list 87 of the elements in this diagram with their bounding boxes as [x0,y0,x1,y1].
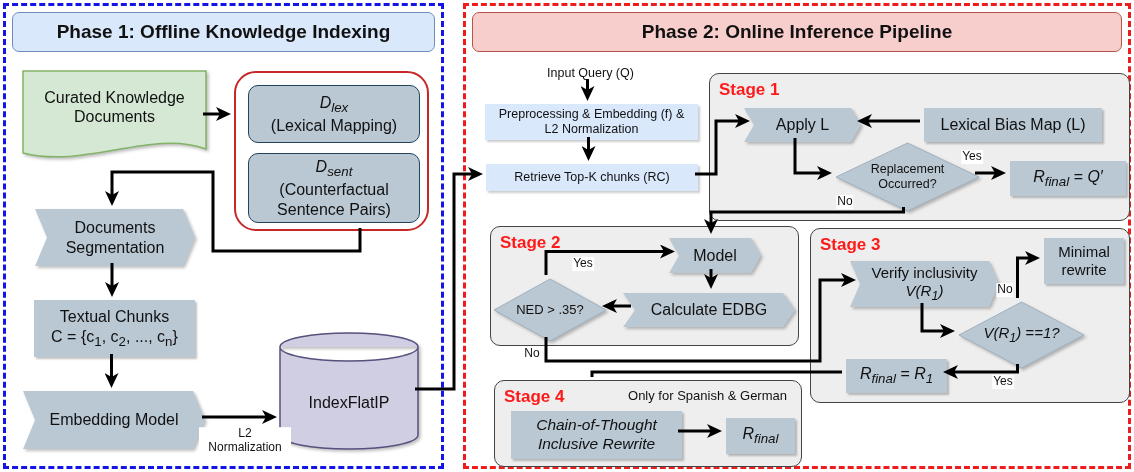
phase-panel [463,3,1131,469]
edge-label: No [996,283,1014,297]
arrow [704,269,718,289]
decision-diamond [494,279,606,341]
node-label: C = {c$_{1}$, c$_{2}$, ..., c$_{n}$} [51,326,178,350]
stage-panel [494,380,802,467]
node-label: Verify inclusivity [871,264,978,282]
process-box [1044,238,1124,284]
node-label: Textual Chunks [59,307,170,327]
arrow [544,244,675,275]
edge-label: Yes [992,375,1014,389]
node-label: Chain-of-Thought Inclusive Rewrite [535,416,659,454]
arrow [943,364,1019,379]
arrow [920,303,955,338]
phase-title: Phase 1: Offline Knowledge Indexing [12,12,435,52]
node-label: V(R$_{1}$) [905,282,944,304]
node-label: D$_{lex}$ [319,92,349,116]
process-step [850,261,999,307]
process-box [485,104,698,140]
process-step [744,108,861,142]
arrow [695,114,750,176]
node-label: (Counterfactual Sentence Pairs) [276,180,392,219]
stage-title: Stage 2 [500,233,561,253]
arrow [580,79,595,101]
node-label: Curated Knowledge Documents [43,87,186,127]
arrow [602,299,631,313]
arrow [975,166,1006,180]
stage-panel [709,73,1130,221]
node-label: R$_{final}$ = Q′ [1033,166,1103,191]
process-box [34,300,195,357]
stage-title: Stage 3 [820,235,881,255]
process-box [726,418,795,454]
database-cylinder [280,333,418,449]
stage-title: Stage 4 [504,387,565,407]
stage-note: Only for Spanish & German [628,388,787,403]
stage-title: Stage 1 [719,80,780,100]
process-step [23,391,205,449]
decision-diamond [959,302,1084,368]
process-box [248,153,420,223]
node-label: D$_{sent}$ [315,157,353,181]
node-label: Apply L [775,115,830,135]
node-label: R$_{final}$ = R$_{1}$ [859,364,934,388]
arrow [704,207,905,234]
node-label: Input Query (Q) [547,65,634,81]
arrow [105,170,362,253]
arrow [202,410,277,424]
stage-panel [490,226,799,346]
arrow [544,273,856,363]
arrow [793,138,832,180]
process-box [511,411,682,459]
stage-panel [810,228,1130,403]
process-box [924,108,1102,142]
process-step [35,209,195,266]
node-label: Calculate EDBG [650,300,768,320]
node-label: Preprocessing & Embedding (f) & L2 Normalization [497,107,686,137]
process-box [1010,161,1126,196]
arrow [105,263,119,297]
edge-label: Yes [572,257,594,271]
process-box [486,164,698,191]
node-label: Documents Segmentation [64,218,166,257]
arrow [678,424,722,438]
process-step [669,238,761,273]
arrow [581,137,596,161]
node-label: Model [693,245,737,266]
node-label: Minimal rewrite [1057,243,1111,279]
node-label: Replacement Occurred? [869,162,946,192]
edge-label: No [836,195,854,209]
group-frame [234,71,429,231]
node-label: Lexical Bias Map (L) [940,115,1086,135]
process-step [623,293,795,327]
node-label: NED > .35? [516,302,584,318]
arrow [1016,251,1040,298]
node-label: (Lexical Mapping) [270,116,398,136]
node-label: Retrieve Top-K chunks (RC) [514,170,670,185]
process-box [846,359,947,393]
process-box [248,85,420,143]
edge-label: Yes [961,150,983,164]
arrow [857,114,920,128]
phase-panel [3,3,444,469]
arrow [415,167,483,391]
node-label: Embedding Model [49,410,179,430]
node-label: R$_{final}$ [742,424,779,448]
node-label: IndexFlatIP [308,393,390,413]
arrow [203,107,231,121]
phase-title: Phase 2: Online Inference Pipeline [472,12,1122,52]
arrow [104,354,119,388]
node-label: V(R$_{1}$) ==1? [983,324,1060,346]
